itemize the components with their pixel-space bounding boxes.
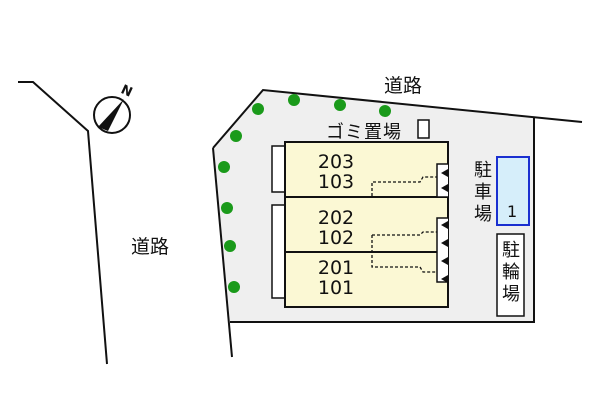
tree-icon xyxy=(288,94,300,106)
entrance-arrow-icons xyxy=(441,169,448,283)
unit-block: 201 101 xyxy=(306,258,366,298)
left-lot-boundary xyxy=(212,147,233,358)
tree-icon xyxy=(218,161,230,173)
top-road-label: 道路 xyxy=(384,75,423,97)
unit-number: 202 xyxy=(317,207,355,229)
left-road-boundary xyxy=(18,81,108,365)
unit-number: 203 xyxy=(317,151,355,173)
entrance-notch xyxy=(436,163,448,198)
trash-box xyxy=(417,119,430,139)
bicycle-parking-label: 駐輪場 xyxy=(502,240,520,305)
top-road-boundary xyxy=(212,88,583,149)
balcony xyxy=(271,204,286,299)
tree-icon xyxy=(334,99,346,111)
unit-number: 103 xyxy=(317,171,355,193)
building xyxy=(284,141,449,308)
unit-number: 101 xyxy=(317,277,355,299)
unit-block: 202 102 xyxy=(306,208,366,248)
balcony xyxy=(271,145,286,193)
north-arrow-icon xyxy=(93,96,131,134)
entrance-notch xyxy=(436,217,448,283)
unit-block: 203 103 xyxy=(306,152,366,192)
unit-number: 102 xyxy=(317,227,355,249)
parking-space-number: 1 xyxy=(507,202,518,221)
tree-icon xyxy=(224,240,236,252)
left-road-label: 道路 xyxy=(131,236,170,258)
unit-number: 201 xyxy=(317,257,355,279)
lot-edge xyxy=(230,118,535,323)
pipes xyxy=(371,176,437,273)
tree-icon xyxy=(228,281,240,293)
parking-label: 駐車場 xyxy=(474,160,492,225)
tree-icon xyxy=(221,202,233,214)
trash-area-label: ゴミ置場 xyxy=(326,122,402,143)
tree-icon xyxy=(230,130,242,142)
tree-icon xyxy=(379,105,391,117)
parking-space[interactable] xyxy=(496,156,530,226)
bicycle-parking-box xyxy=(496,233,525,317)
tree-icon xyxy=(252,103,264,115)
